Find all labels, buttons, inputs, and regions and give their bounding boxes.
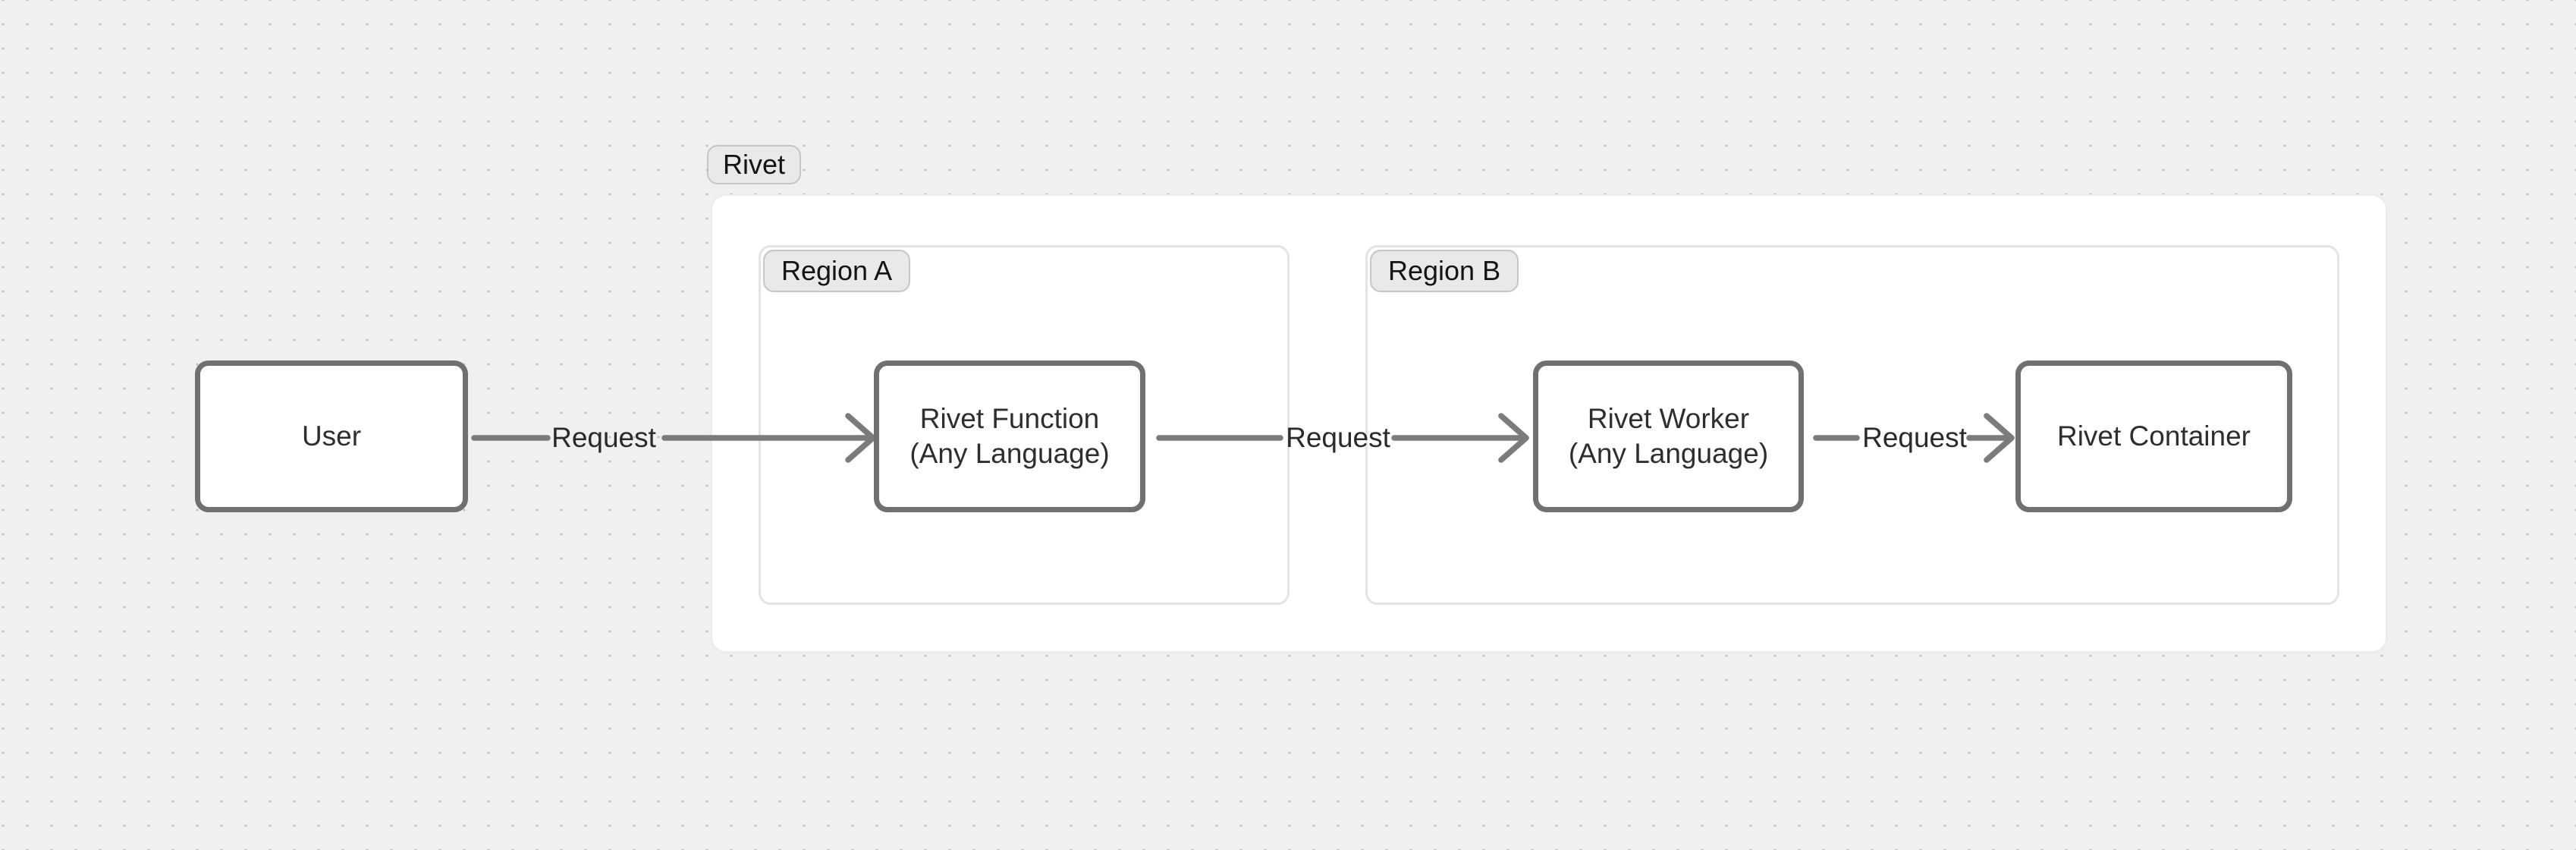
region-b-badge: Region B xyxy=(1370,250,1519,292)
edge-worker-to-container xyxy=(1813,413,2015,463)
node-rivet-worker-label-line2: (Any Language) xyxy=(1568,438,1769,469)
region-a-badge: Region A xyxy=(763,250,911,292)
edge-user-to-function xyxy=(471,413,876,463)
arrow-head-icon xyxy=(845,413,876,463)
node-user-label: User xyxy=(301,420,362,452)
rivet-group-label: Rivet xyxy=(723,149,786,180)
node-rivet-function-label-line2: (Any Language) xyxy=(909,438,1110,469)
arrow-head-icon xyxy=(1498,413,1529,463)
node-rivet-function: Rivet Function (Any Language) xyxy=(874,360,1145,512)
edge-label-request-2: Request xyxy=(1286,422,1390,453)
node-rivet-container-label: Rivet Container xyxy=(2056,420,2251,452)
edge-label-request-3: Request xyxy=(1862,422,1967,453)
node-rivet-function-label-line1: Rivet Function xyxy=(919,403,1100,434)
node-rivet-container: Rivet Container xyxy=(2015,360,2292,512)
region-a-label: Region A xyxy=(781,255,893,286)
rivet-group-badge: Rivet xyxy=(707,145,802,184)
arrow-head-icon xyxy=(1984,413,2015,463)
edge-function-to-worker xyxy=(1156,413,1529,463)
edge-label-request-1: Request xyxy=(551,422,656,453)
node-rivet-worker-label-line1: Rivet Worker xyxy=(1587,403,1750,434)
region-b-label: Region B xyxy=(1388,255,1501,286)
node-rivet-worker: Rivet Worker (Any Language) xyxy=(1533,360,1804,512)
node-user: User xyxy=(195,360,468,512)
